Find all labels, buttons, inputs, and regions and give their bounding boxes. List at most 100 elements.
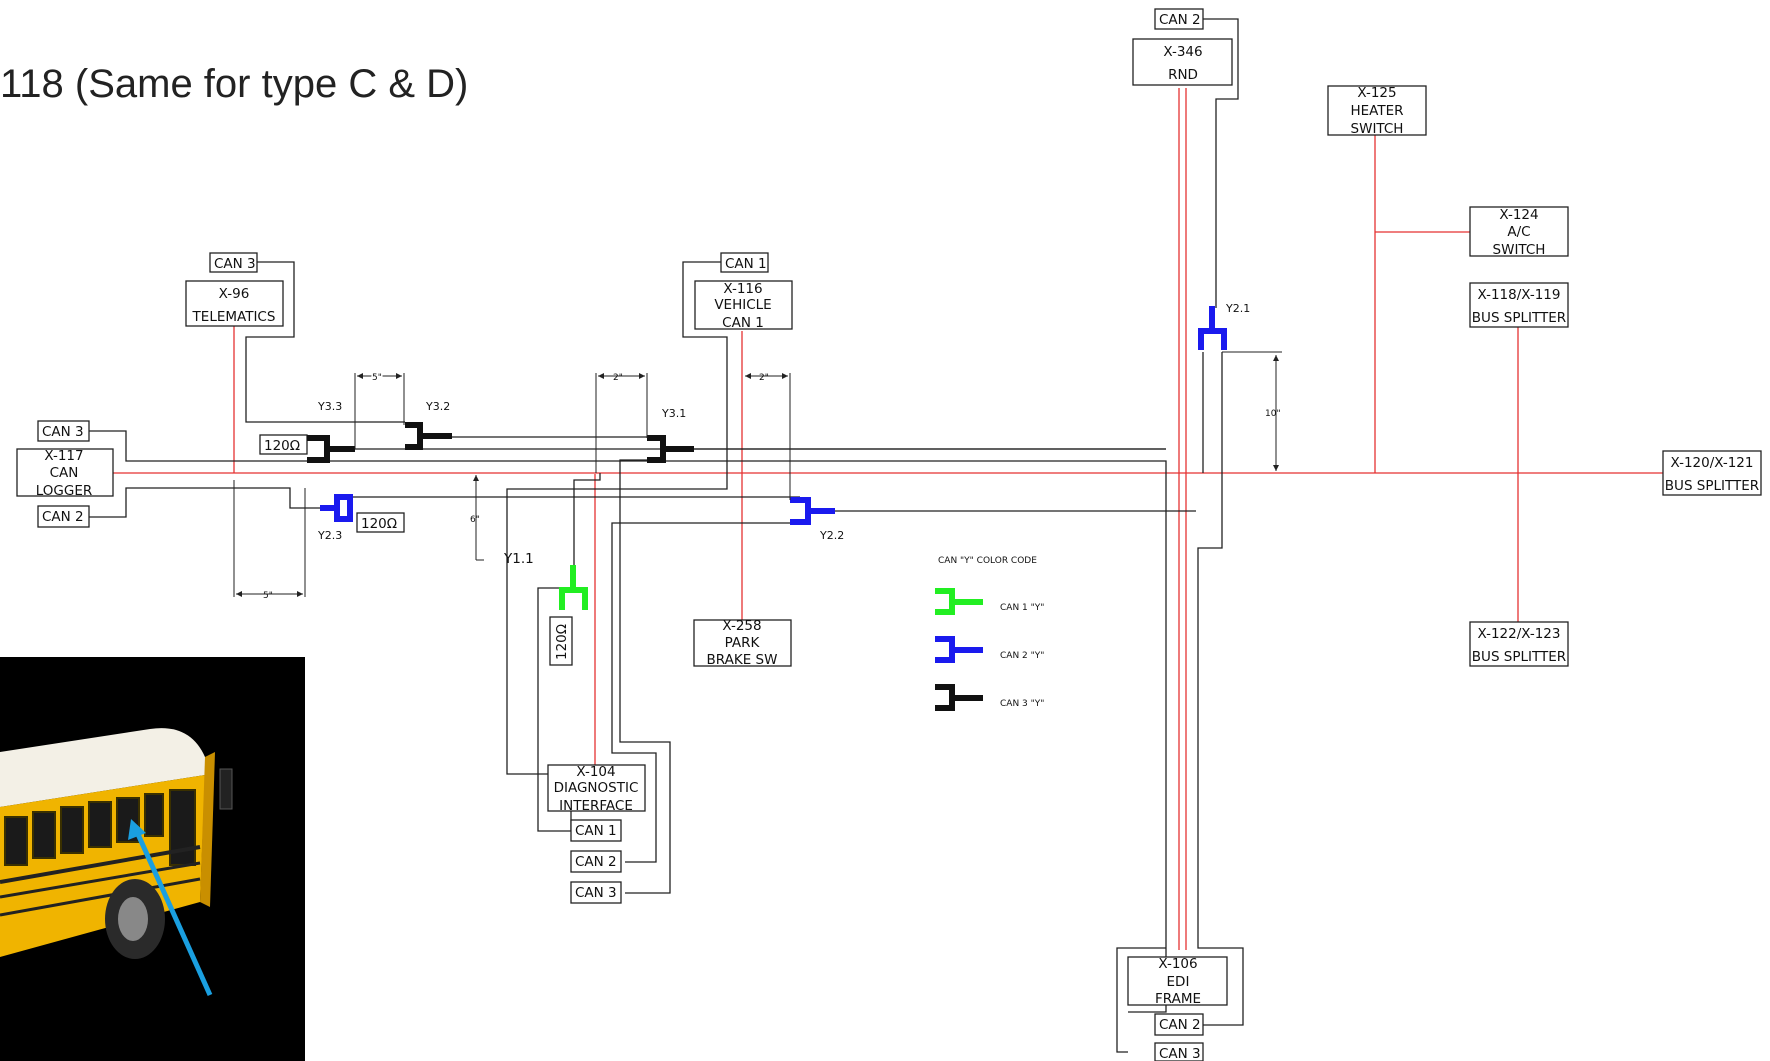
connector-name: BRAKE SW bbox=[707, 652, 778, 668]
connector-x116: X-116 VEHICLE CAN 1 bbox=[694, 280, 793, 331]
connector-name: FRAME bbox=[1155, 991, 1201, 1007]
connector-id: X-258 bbox=[722, 618, 761, 634]
connector-x346: X-346 RND bbox=[1132, 38, 1233, 86]
connector-name: BUS SPLITTER bbox=[1472, 649, 1566, 665]
connector-can2-rnd: CAN 2 bbox=[1154, 8, 1204, 30]
y-label: Y2.1 bbox=[1225, 302, 1250, 315]
dimension-2in-a: 2" bbox=[595, 373, 648, 473]
connector-id: X-116 bbox=[723, 281, 762, 297]
legend-title: CAN "Y" COLOR CODE bbox=[938, 556, 1037, 566]
resistor-label: 120Ω bbox=[554, 624, 570, 660]
connector-can2-logger: CAN 2 bbox=[37, 505, 90, 528]
connector-label: CAN 1 bbox=[575, 823, 617, 839]
connector-name: RND bbox=[1168, 67, 1198, 83]
connector-x124: X-124 A/C SWITCH bbox=[1469, 206, 1569, 258]
connector-edi-can3: CAN 3 bbox=[1154, 1042, 1204, 1061]
y-splitter-y23 bbox=[320, 494, 353, 522]
dimension-5in-top: 5" 5" bbox=[354, 372, 405, 449]
connector-label: CAN 2 bbox=[575, 854, 617, 870]
legend-item-can2: CAN 2 "Y" bbox=[935, 636, 1044, 663]
connector-id: X-122/X-123 bbox=[1478, 626, 1561, 642]
connector-x120: X-120/X-121 BUS SPLITTER bbox=[1662, 450, 1762, 496]
y-splitter-y21 bbox=[1198, 306, 1227, 350]
connector-label: CAN 3 bbox=[42, 424, 84, 440]
connector-id: X-125 bbox=[1357, 85, 1396, 101]
connector-name: CAN bbox=[50, 465, 79, 481]
connector-x258: X-258 PARK BRAKE SW bbox=[693, 618, 792, 668]
connector-id: X-346 bbox=[1163, 44, 1202, 60]
connector-name: A/C bbox=[1507, 224, 1530, 240]
connector-id: X-104 bbox=[576, 764, 615, 780]
legend-label: CAN 1 "Y" bbox=[1000, 603, 1044, 613]
legend-label: CAN 3 "Y" bbox=[1000, 699, 1044, 709]
connector-x125: X-125 HEATER SWITCH bbox=[1327, 85, 1427, 137]
connector-name: INTERFACE bbox=[559, 798, 633, 814]
connector-label: CAN 3 bbox=[1159, 1046, 1201, 1061]
legend: CAN "Y" COLOR CODE CAN 1 "Y" CAN 2 "Y" C… bbox=[935, 556, 1044, 711]
dimension-label: 2" bbox=[759, 373, 769, 383]
connector-can1-vehicle: CAN 1 bbox=[720, 252, 769, 273]
connector-id: X-120/X-121 bbox=[1671, 455, 1754, 471]
connector-name: HEATER bbox=[1350, 103, 1403, 119]
legend-item-can3: CAN 3 "Y" bbox=[935, 684, 1044, 711]
red-bus-lines bbox=[91, 88, 1663, 950]
y-splitter-y11 bbox=[559, 565, 588, 610]
connector-label: CAN 3 bbox=[575, 885, 617, 901]
connector-name: VEHICLE bbox=[714, 297, 771, 313]
connector-name: EDI bbox=[1167, 974, 1190, 990]
connector-diag-can1: CAN 1 bbox=[570, 819, 622, 842]
dimension-label: 6" bbox=[470, 515, 480, 525]
legend-label: CAN 2 "Y" bbox=[1000, 651, 1044, 661]
connector-diag-can2: CAN 2 bbox=[570, 850, 622, 873]
dimension-label: 10" bbox=[1265, 409, 1281, 419]
y-label: Y2.3 bbox=[317, 529, 342, 542]
resistor-label: 120Ω bbox=[361, 516, 397, 532]
connector-label: CAN 2 bbox=[1159, 12, 1201, 28]
connector-x96: X-96 TELEMATICS bbox=[185, 280, 284, 327]
y-label: Y3.1 bbox=[661, 407, 686, 420]
connector-diag-can3: CAN 3 bbox=[570, 881, 622, 904]
connector-id: X-124 bbox=[1499, 207, 1538, 223]
resistor-y23: 120Ω bbox=[356, 512, 405, 533]
page-title: 118 (Same for type C & D) bbox=[0, 62, 469, 106]
connector-x106: X-106 EDI FRAME bbox=[1127, 956, 1228, 1007]
connector-name: LOGGER bbox=[36, 483, 93, 499]
connector-x118: X-118/X-119 BUS SPLITTER bbox=[1469, 282, 1569, 328]
connector-label: CAN 2 bbox=[42, 509, 84, 525]
y-splitter-y33 bbox=[307, 435, 355, 463]
school-bus-illustration bbox=[0, 728, 233, 997]
resistor-y11: 120Ω bbox=[549, 616, 573, 666]
connector-can3-telematics: CAN 3 bbox=[209, 252, 258, 273]
connector-name: SWITCH bbox=[1493, 242, 1546, 258]
connector-label: CAN 3 bbox=[214, 256, 256, 272]
y-label: Y3.3 bbox=[317, 400, 342, 413]
connector-x104: X-104 DIAGNOSTIC INTERFACE bbox=[547, 764, 646, 814]
connector-x117: X-117 CAN LOGGER bbox=[16, 448, 114, 499]
connector-id: X-96 bbox=[219, 286, 250, 302]
resistor-y33: 120Ω bbox=[259, 434, 308, 455]
dimension-label: 5" bbox=[372, 373, 382, 383]
connector-name: BUS SPLITTER bbox=[1665, 478, 1759, 494]
dimension-label: 5" bbox=[263, 591, 273, 601]
dimension-2in-b: 2" bbox=[745, 373, 791, 500]
dimension-6in: 6" bbox=[470, 475, 484, 561]
connector-name: TELEMATICS bbox=[192, 309, 276, 325]
connector-name: BUS SPLITTER bbox=[1472, 310, 1566, 326]
connector-x122: X-122/X-123 BUS SPLITTER bbox=[1469, 621, 1569, 667]
dimension-label: 5" bbox=[372, 373, 382, 383]
y-label: Y3.2 bbox=[425, 400, 450, 413]
connector-id: X-106 bbox=[1158, 956, 1197, 972]
connector-id: X-117 bbox=[44, 448, 83, 464]
school-bus-image bbox=[0, 657, 305, 1061]
connector-name: DIAGNOSTIC bbox=[554, 780, 639, 796]
legend-item-can1: CAN 1 "Y" bbox=[935, 588, 1044, 615]
connector-id: X-118/X-119 bbox=[1478, 287, 1561, 303]
connector-name: SWITCH bbox=[1351, 121, 1404, 137]
y-label: Y2.2 bbox=[819, 529, 844, 542]
y-splitter-y31 bbox=[647, 435, 694, 463]
connector-edi-can2: CAN 2 bbox=[1154, 1013, 1204, 1036]
dimension-10in: 10" bbox=[1222, 351, 1282, 471]
connector-can3-logger: CAN 3 bbox=[37, 420, 90, 442]
connector-label: CAN 1 bbox=[725, 256, 767, 272]
